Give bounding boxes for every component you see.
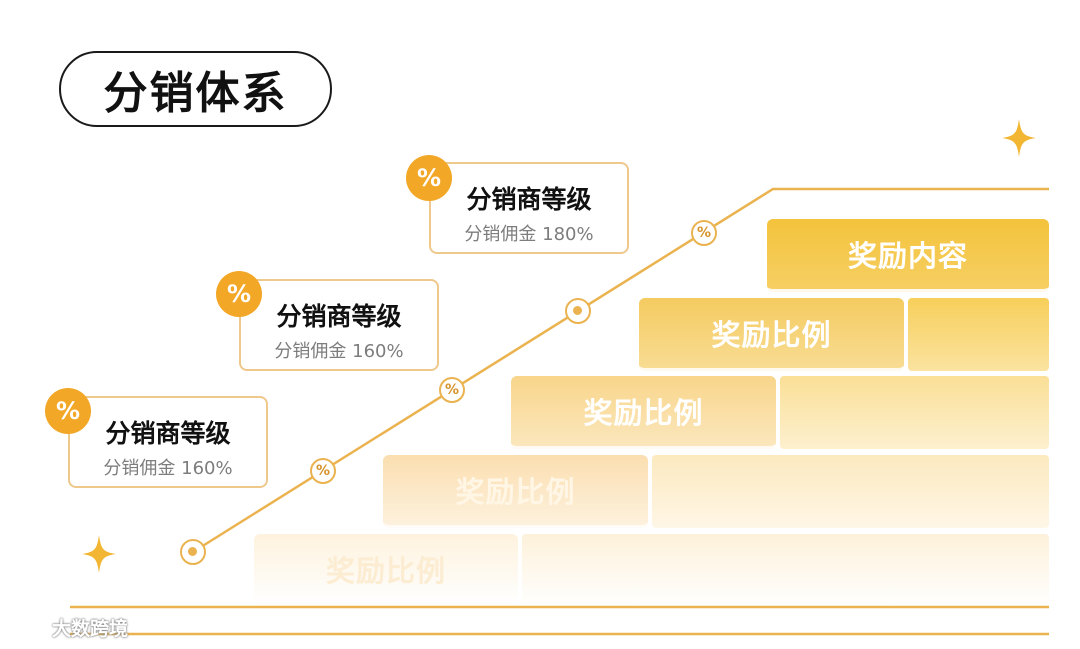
line-midpoint-dot [565,298,591,324]
stair-step-2: 奖励比例 [383,455,648,528]
stair-step-1: 奖励比例 [254,534,518,607]
percent-badge-icon: % [45,388,91,434]
card-subtitle: 分销佣金 160% [103,458,233,479]
line-percent-marker: % [439,377,465,403]
sparkle-icon [1002,119,1036,157]
watermark: 大数跨境 [8,614,128,641]
stair-step-4: 奖励比例 [639,298,904,371]
card-subtitle: 分销佣金 180% [464,224,594,245]
card-title: 分销商等级 [466,185,592,214]
card-title: 分销商等级 [276,302,402,331]
distributor-level-card: 分销商等级 分销佣金 160% [239,279,439,371]
sparkle-icon [82,535,116,573]
distributor-level-card: 分销商等级 分销佣金 180% [429,162,629,254]
line-percent-marker: % [691,220,717,246]
stair-step-5: 奖励内容 [767,219,1049,292]
line-percent-marker: % [310,458,336,484]
distributor-level-card: 分销商等级 分销佣金 160% [68,396,268,488]
stair-step-3: 奖励比例 [511,376,776,449]
percent-badge-icon: % [216,271,262,317]
card-title: 分销商等级 [105,419,231,448]
watermark-logo-icon [8,618,47,637]
line-endpoint-dot [180,539,206,565]
watermark-text: 大数跨境 [52,618,129,640]
percent-badge-icon: % [406,155,452,201]
card-subtitle: 分销佣金 160% [274,341,404,362]
page-title: 分销体系 [59,51,332,127]
